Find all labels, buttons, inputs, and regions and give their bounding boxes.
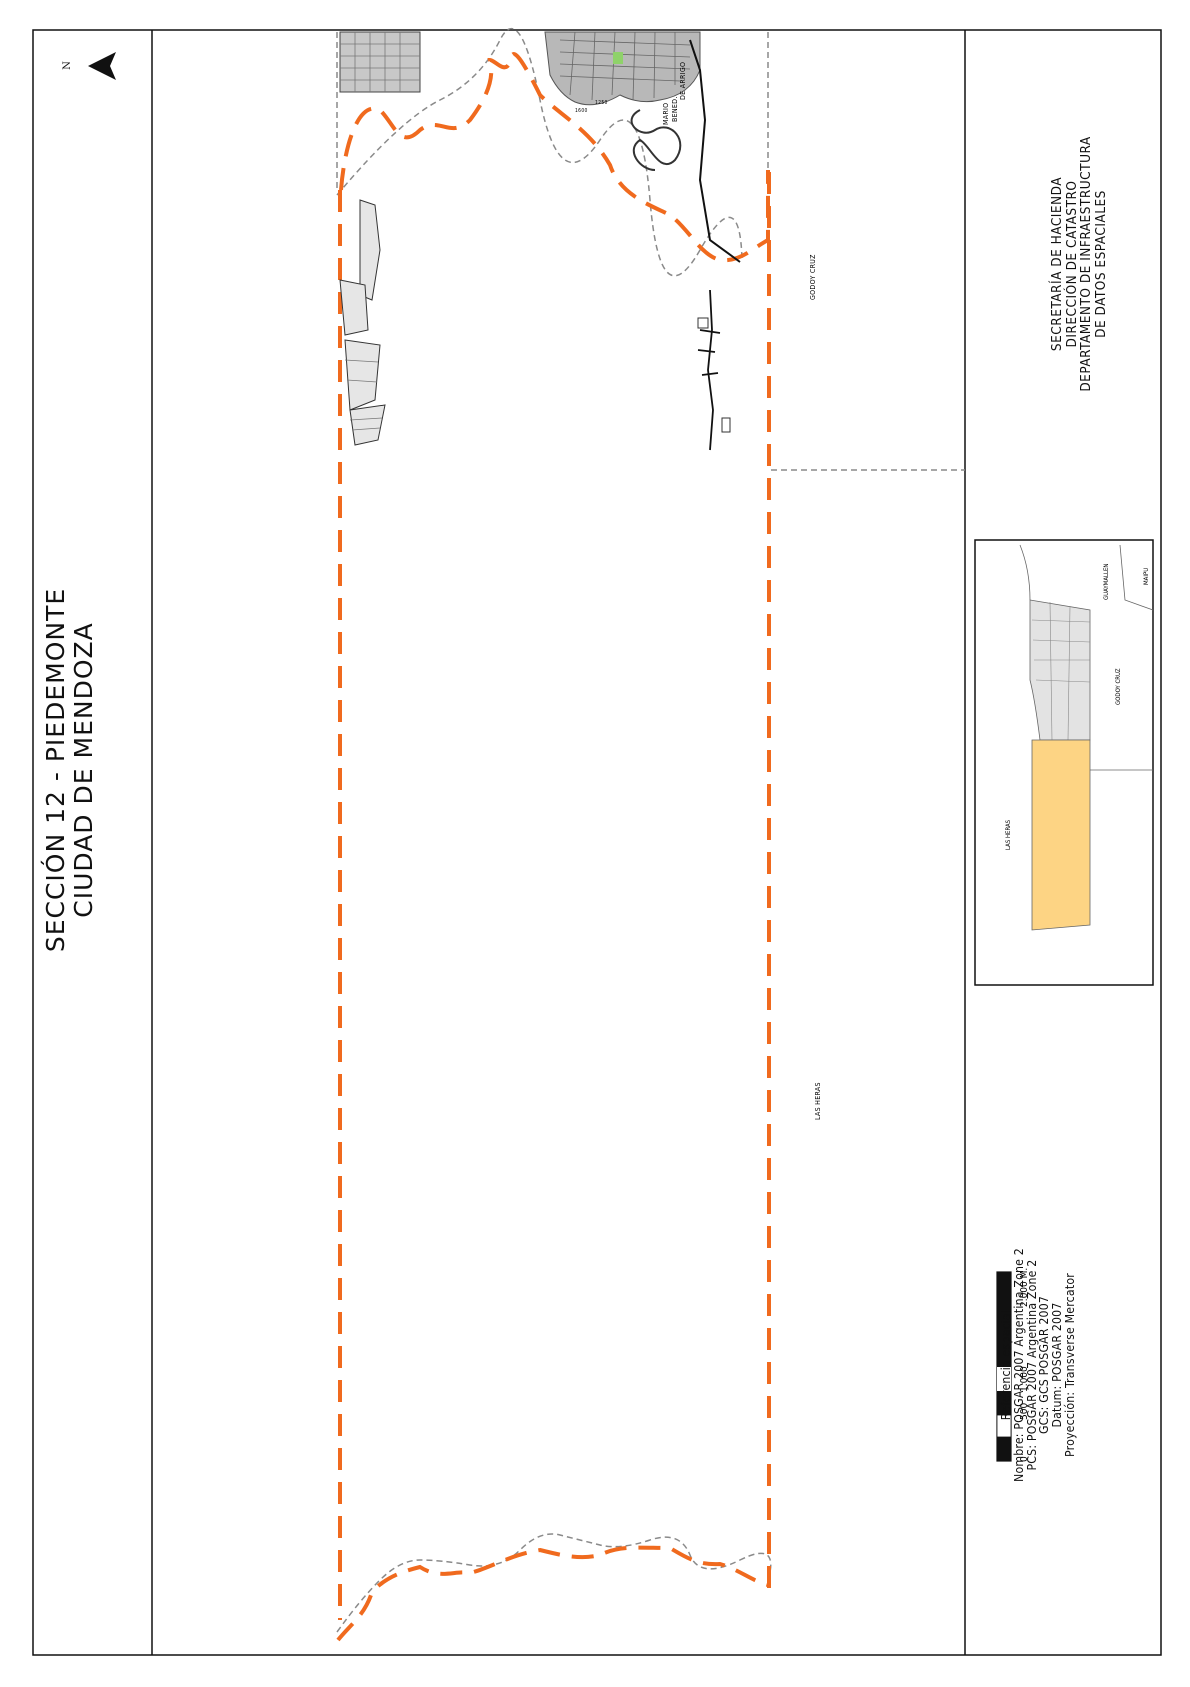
scale-tick-0: 0 <box>1019 1456 1030 1462</box>
map-title-line2: CIUDAD DE MENDOZA <box>69 622 98 918</box>
inset-label-godoy-cruz: GODOY CRUZ <box>1115 668 1122 705</box>
spatial-reference: Referencia espacial Nombre: POSGAR 2007 … <box>999 1215 1080 1515</box>
scale-tick-500: 500 <box>1019 1403 1030 1420</box>
inset-label-maipu: MAIPU <box>1143 568 1150 585</box>
roads-east <box>697 289 731 451</box>
label-street-mario: MARIO <box>662 103 670 125</box>
label-street-arrigo: DE ARRIGO <box>679 62 687 100</box>
north-label: N <box>61 61 73 70</box>
urban-area-northeast <box>544 31 741 263</box>
scale-tick-1000: 1.000 <box>1019 1366 1030 1392</box>
label-street-bened: BENED. <box>671 96 679 122</box>
urban-area-northwest <box>339 31 421 93</box>
spatial-ref-line: Nombre: POSGAR 2007 Argentina Zone 2 <box>1011 1248 1026 1482</box>
agency-block: SECRETARÍA DE HACIENDA DIRECCIÓN DE CATA… <box>1049 84 1110 444</box>
agency-line: DE DATOS ESPACIALES <box>1092 190 1109 338</box>
label-contour-1600: 1600 <box>575 108 588 114</box>
outer-frame <box>32 29 1162 1656</box>
map-title-line1: SECCIÓN 12 - PIEDEMONTE <box>41 587 70 953</box>
scale-tick-2000: 2.000 M. <box>1019 1268 1030 1307</box>
label-las-heras: LAS HERAS <box>814 1082 822 1120</box>
label-godoy-cruz: GODOY CRUZ <box>809 254 817 300</box>
inset-label-las-heras: LAS HERAS <box>1005 819 1012 850</box>
spatial-ref-line: Referencia espacial <box>999 1309 1013 1421</box>
scale-bar: 0 500 1.000 2.000 M. <box>996 1268 1030 1462</box>
inset-label-guaymallen: GUAYMALLEN <box>1103 564 1110 600</box>
agency-line: DEPARTAMENTO DE INFRAESTRUCTURA <box>1078 136 1094 392</box>
parcels-west <box>339 199 386 446</box>
inset-map: GUAYMALLEN MAIPU GODOY CRUZ LAS HERAS <box>974 539 1154 986</box>
department-boundary <box>336 28 965 1633</box>
park-area <box>613 52 623 64</box>
section-boundary <box>336 52 771 1642</box>
label-contour-1250: 1250 <box>595 100 608 106</box>
spatial-ref-line: Proyección: Transverse Mercator <box>1062 1273 1077 1457</box>
north-arrow-icon <box>88 52 116 80</box>
inset-section-highlight <box>1031 739 1091 931</box>
agency-line: SECRETARÍA DE HACIENDA <box>1049 176 1065 352</box>
agency-line: DIRECCIÓN DE CATASTRO <box>1063 180 1080 348</box>
map-title: SECCIÓN 12 - PIEDEMONTE CIUDAD DE MENDOZ… <box>41 570 122 970</box>
